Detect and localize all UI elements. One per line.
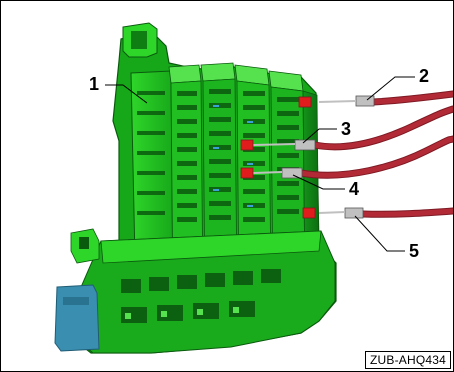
- callout-2: 2: [419, 66, 430, 86]
- leader-line-4: [292, 174, 345, 190]
- callout-3: 3: [341, 119, 352, 139]
- wire-2: [298, 90, 453, 108]
- leader-lines: [105, 76, 415, 252]
- wire-4: [240, 135, 453, 179]
- figure-reference-code: ZUB-AHQ434: [364, 351, 451, 369]
- leader-line-2: [366, 76, 415, 101]
- wire-3: [240, 105, 453, 151]
- wire-5: [302, 207, 453, 219]
- leader-line-3: [302, 128, 337, 144]
- leader-line-5: [354, 215, 405, 252]
- leader-line-1: [105, 84, 148, 104]
- callout-5: 5: [409, 241, 420, 261]
- fuse-holder-housing: [54, 22, 337, 354]
- callout-1: 1: [89, 74, 100, 94]
- callout-4: 4: [349, 179, 360, 199]
